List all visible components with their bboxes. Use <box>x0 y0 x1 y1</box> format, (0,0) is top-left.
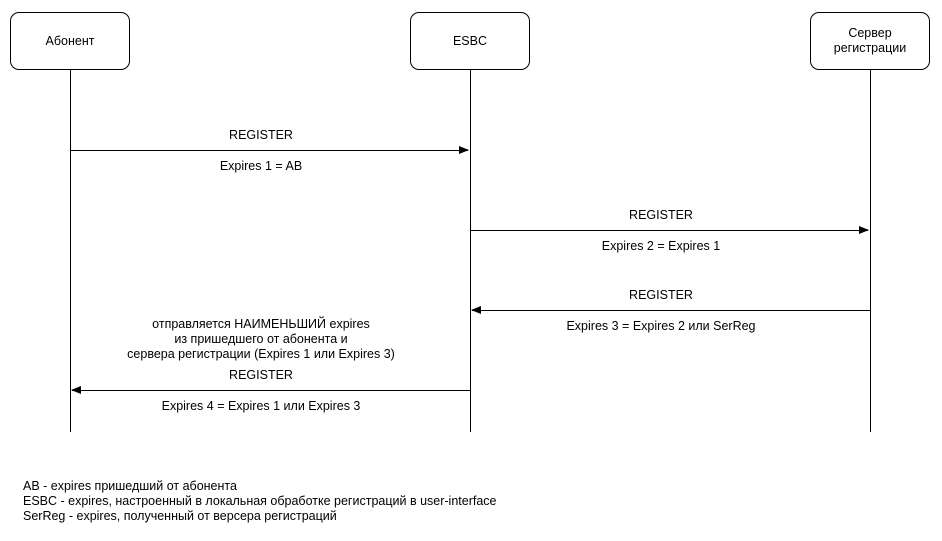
message-3-name: REGISTER <box>629 288 693 302</box>
lifeline-abonent <box>69 70 71 432</box>
message-2-arrow-line <box>470 230 868 231</box>
message-4-name: REGISTER <box>229 368 293 382</box>
lifeline-registration-server <box>869 70 871 432</box>
message-3-arrowhead-left-icon <box>471 306 481 314</box>
actor-box-registration-server: Сервер регистрации <box>810 12 930 70</box>
actor-label-abonent: Абонент <box>45 33 95 48</box>
message-3-detail: Expires 3 = Expires 2 или SerReg <box>566 319 756 333</box>
message-4-arrowhead-left-icon <box>71 386 81 394</box>
message-1-arrow-line <box>70 150 468 151</box>
message-3-arrow-line <box>472 310 870 311</box>
message-1-detail: Expires 1 = AB <box>219 159 303 173</box>
message-4-note: отправляется НАИМЕНЬШИЙ expires из прише… <box>127 317 395 361</box>
legend-line-ab: AB - expires пришедший от абонента <box>23 479 237 493</box>
message-2-name: REGISTER <box>629 208 693 222</box>
actor-box-esbc: ESBC <box>410 12 530 70</box>
message-1-arrowhead-right-icon <box>459 146 469 154</box>
legend: AB - expires пришедший от абонента ESBC … <box>23 479 497 524</box>
message-4-arrow-line <box>72 390 470 391</box>
message-2-arrowhead-right-icon <box>859 226 869 234</box>
actor-box-abonent: Абонент <box>10 12 130 70</box>
actor-label-registration-server: Сервер регистрации <box>833 26 907 55</box>
message-2-detail: Expires 2 = Expires 1 <box>601 239 721 253</box>
legend-line-esbc: ESBC - expires, настроенный в локальная … <box>23 494 497 508</box>
legend-line-serreg: SerReg - expires, полученный от версера … <box>23 509 337 523</box>
message-1-name: REGISTER <box>229 128 293 142</box>
message-4-detail: Expires 4 = Expires 1 или Expires 3 <box>161 399 361 413</box>
actor-label-esbc: ESBC <box>452 33 488 48</box>
lifeline-esbc <box>469 70 471 432</box>
